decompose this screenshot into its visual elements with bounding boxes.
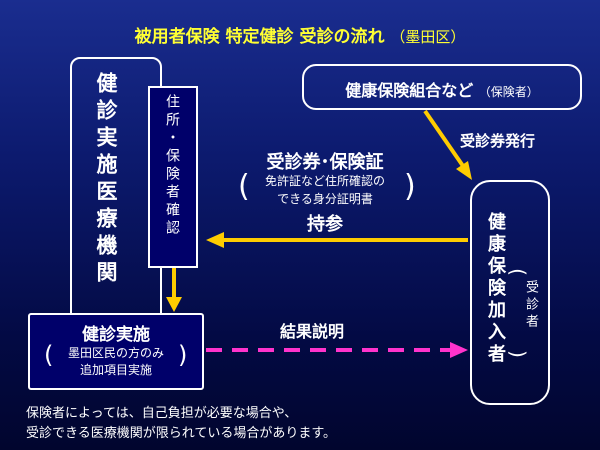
checkup-note-open-bracket: ( [44, 341, 54, 369]
insurer-label: 健康保険組合など （保険者） [302, 77, 582, 101]
medical-institution-label: 健診実施医療機関 [94, 72, 118, 288]
to-checkup-arrow [166, 268, 182, 312]
issuance-arrow [423, 109, 472, 180]
footer-note-line1: 保険者によっては、自己負担が必要な場合や、 [26, 406, 298, 421]
documents-note-line2: できる身分証明書 [277, 192, 373, 206]
examinee-label: 受診者 [523, 280, 538, 331]
bring-documents-arrow [206, 232, 468, 248]
checkup-note-close-bracket: ) [178, 341, 188, 369]
insured-person-label: 健康保険加入者 [485, 212, 506, 366]
issuance-label: 受診券発行 [460, 132, 536, 150]
insurer-label-sub: （保険者） [478, 85, 539, 99]
result-label: 結果説明 [280, 322, 345, 341]
verification-box [148, 86, 198, 268]
title-sub: （墨田区） [390, 28, 466, 46]
documents-label: 受診券･保険証 [266, 152, 384, 173]
page-title: 被用者保険 特定健診 受診の流れ （墨田区） [0, 22, 600, 47]
checkup-box [28, 313, 204, 390]
checkup-note-line2: 追加項目実施 [79, 363, 152, 377]
insured-person-box [470, 180, 550, 405]
documents-note-close-bracket: ) [404, 169, 416, 204]
verification-label: 住所・保険者確認 [164, 94, 180, 238]
documents-note-open-bracket: ( [238, 169, 250, 204]
documents-note-line1: 免許証など住所確認の [264, 174, 385, 188]
checkup-title: 健診実施 [82, 325, 150, 345]
bring-label: 持参 [307, 214, 343, 235]
insurer-box [302, 64, 582, 110]
footer-note-line2: 受診できる医療機関が限られている場合があります。 [26, 426, 337, 441]
result-explanation-arrow [206, 342, 468, 358]
insurer-label-main: 健康保険組合など [345, 81, 474, 100]
checkup-note-line1: 墨田区民の方のみ [67, 346, 164, 360]
title-main: 被用者保険 特定健診 受診の流れ [134, 27, 385, 47]
